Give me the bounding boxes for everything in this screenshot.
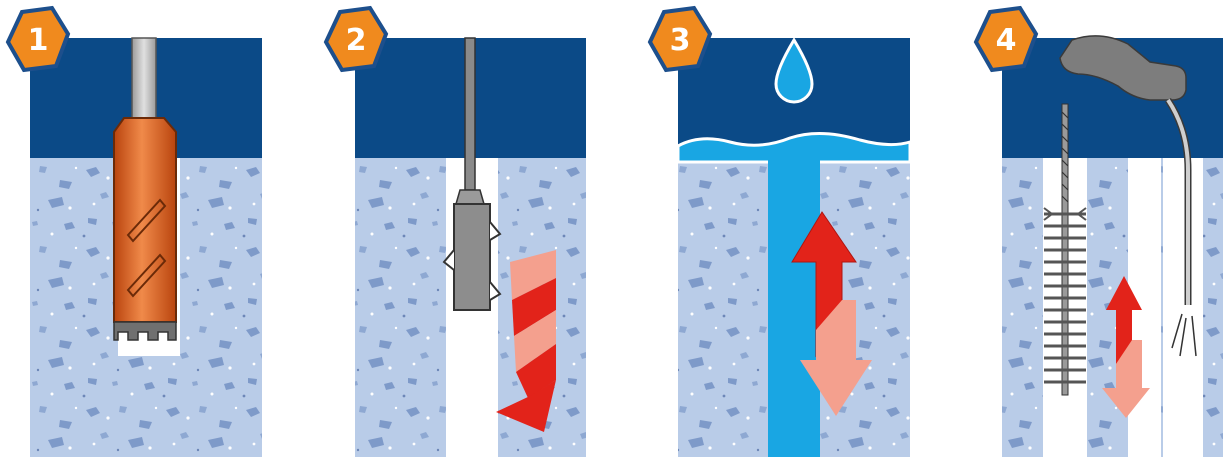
step-3-panel: 3 [647,5,912,457]
step-4-badge: 4 [973,5,1039,73]
water-drop-icon [774,37,814,104]
step-2-panel: 2 [323,5,586,457]
flush-arrow [791,211,872,416]
step-4-panel: 4 [973,5,1223,457]
step-1-badge: 1 [5,5,71,73]
step-3-number: 3 [670,23,691,58]
water-surface [676,131,912,164]
water-filled-hole [768,158,820,457]
core-drill-bit [113,117,177,341]
rotation-arrow [496,250,556,432]
drill-shaft [131,37,157,119]
step-1-number: 1 [28,23,49,58]
step-4-number: 4 [996,23,1017,58]
step-3-badge: 3 [647,5,713,73]
step-2-badge: 2 [323,5,389,73]
cleaning-brush [1043,103,1087,396]
core-extraction-tool [442,37,502,311]
panel-4-hole-right [1163,158,1203,457]
air-blow-gun-icon [1059,35,1197,357]
step-2-number: 2 [346,23,367,58]
brush-arrow [1102,276,1150,418]
step-1-panel: 1 [5,5,262,457]
